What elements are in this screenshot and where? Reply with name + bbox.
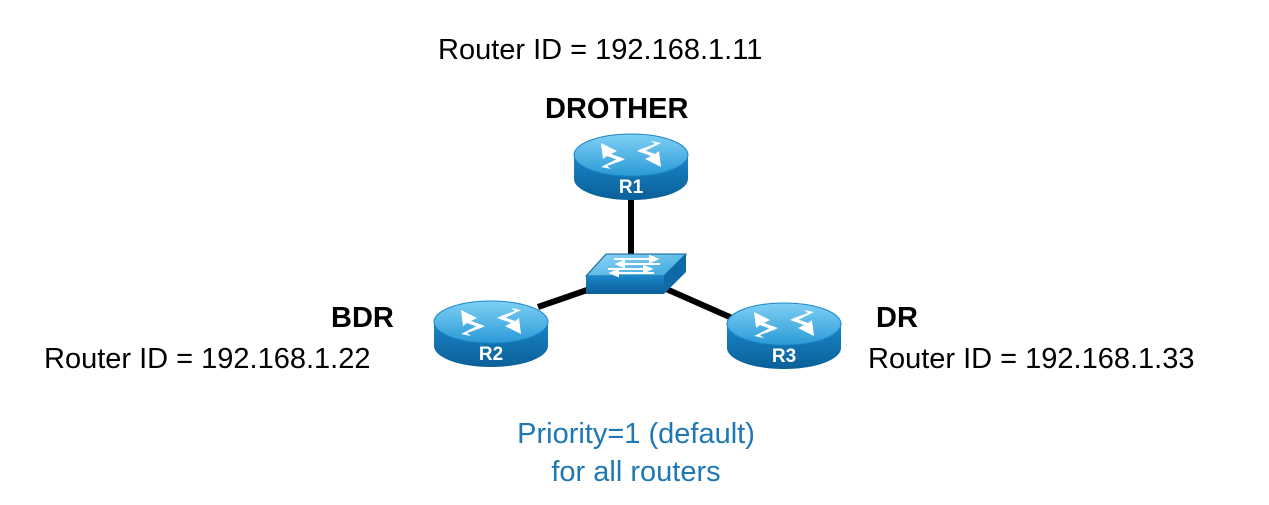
link-r2-switch xyxy=(537,286,591,310)
r3-router-id: Router ID = 192.168.1.33 xyxy=(868,343,1195,375)
r3-role: DR xyxy=(876,302,918,334)
switch-icon xyxy=(584,253,688,294)
router-r2-icon: R2 xyxy=(433,300,549,367)
r2-router-id: Router ID = 192.168.1.22 xyxy=(44,343,371,375)
priority-note: Priority=1 (default) for all routers xyxy=(484,416,788,491)
link-r3-switch xyxy=(662,285,734,321)
r1-role: DROTHER xyxy=(545,93,689,125)
router-r3-icon: R3 xyxy=(726,302,842,369)
priority-note-line1: Priority=1 (default) xyxy=(517,418,755,450)
router-r1-label: R1 xyxy=(619,177,644,198)
router-r1-icon: R1 xyxy=(573,133,689,200)
r1-router-id: Router ID = 192.168.1.11 xyxy=(438,34,763,66)
r2-role: BDR xyxy=(331,302,394,334)
router-r2-label: R2 xyxy=(479,344,503,365)
router-r3-label: R3 xyxy=(772,346,796,367)
priority-note-line2: for all routers xyxy=(551,455,721,488)
